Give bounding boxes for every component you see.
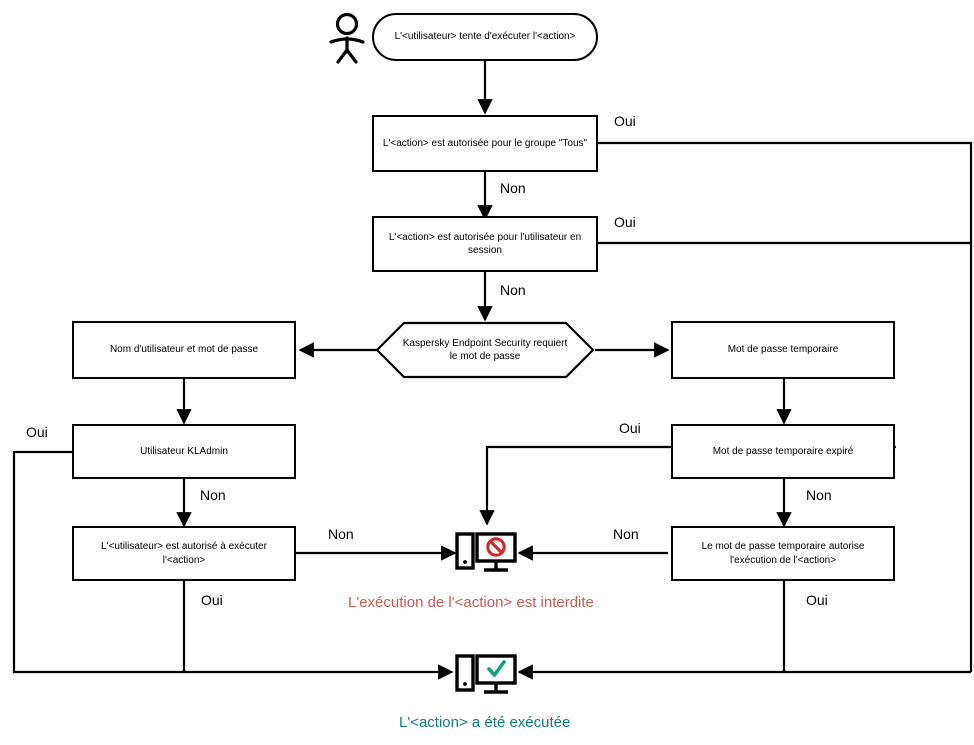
edge-label-kladmin-yes: Oui: [26, 424, 48, 440]
node-kladmin-user: Utilisateur KLAdmin: [72, 424, 296, 479]
edge-label-temp-allows-no: Non: [613, 526, 639, 542]
node-temp-password-allows-execution: Le mot de passe temporaire autorise l'ex…: [671, 526, 895, 581]
node-temporary-password-label: Mot de passe temporaire: [727, 344, 839, 356]
node-temporary-password: Mot de passe temporaire: [671, 321, 895, 379]
node-kladmin-user-label: Utilisateur KLAdmin: [140, 445, 228, 457]
edge-label-temp-expired-yes: Oui: [619, 420, 641, 436]
node-temporary-password-expired-label: Mot de passe temporaire expiré: [712, 445, 854, 457]
node-username-and-password: Nom d'utilisateur et mot de passe: [72, 321, 296, 379]
node-password-required: Kaspersky Endpoint Security requiert le …: [375, 321, 595, 379]
node-action-allowed-session-user-label: L'<action> est autorisée pour l'utilisat…: [388, 231, 582, 257]
caption-action-executed: L'<action> a été exécutée: [399, 714, 571, 731]
computer-blocked-icon: [455, 528, 519, 583]
node-temporary-password-expired: Mot de passe temporaire expiré: [671, 424, 895, 479]
edge-label-user-allowed-no: Non: [328, 526, 354, 542]
node-username-and-password-label: Nom d'utilisateur et mot de passe: [109, 344, 259, 356]
computer-check-icon: [455, 650, 519, 705]
node-start: L'<utilisateur> tente d'exécuter l'<acti…: [372, 13, 598, 61]
edge-label-kladmin-no: Non: [200, 487, 226, 503]
node-password-required-label: Kaspersky Endpoint Security requiert le …: [402, 337, 568, 363]
node-start-label: L'<utilisateur> tente d'exécuter l'<acti…: [394, 31, 576, 43]
node-action-allowed-session-user: L'<action> est autorisée pour l'utilisat…: [372, 216, 598, 272]
edge-label-user-allowed-yes: Oui: [201, 592, 223, 608]
edge-label-session-user-no: Non: [500, 282, 526, 298]
edge-label-temp-expired-no: Non: [806, 487, 832, 503]
node-action-allowed-group-all: L'<action> est autorisée pour le groupe …: [372, 115, 598, 172]
node-user-allowed-to-execute-label: L'<utilisateur> est autorisé à exécuter …: [101, 541, 267, 566]
node-user-allowed-to-execute: L'<utilisateur> est autorisé à exécuter …: [72, 526, 296, 581]
node-action-allowed-group-all-label: L'<action> est autorisée pour le groupe …: [382, 137, 588, 149]
edge-label-temp-allows-yes: Oui: [806, 592, 828, 608]
user-stick-figure-icon: [326, 12, 368, 69]
edge-label-session-user-yes: Oui: [614, 214, 636, 230]
node-temp-password-allows-execution-label: Le mot de passe temporaire autorise l'ex…: [701, 541, 865, 566]
edge-label-group-all-no: Non: [500, 180, 526, 196]
caption-action-denied: L'exécution de l'<action> est interdite: [348, 594, 594, 611]
edge-label-group-all-yes: Oui: [614, 113, 636, 129]
